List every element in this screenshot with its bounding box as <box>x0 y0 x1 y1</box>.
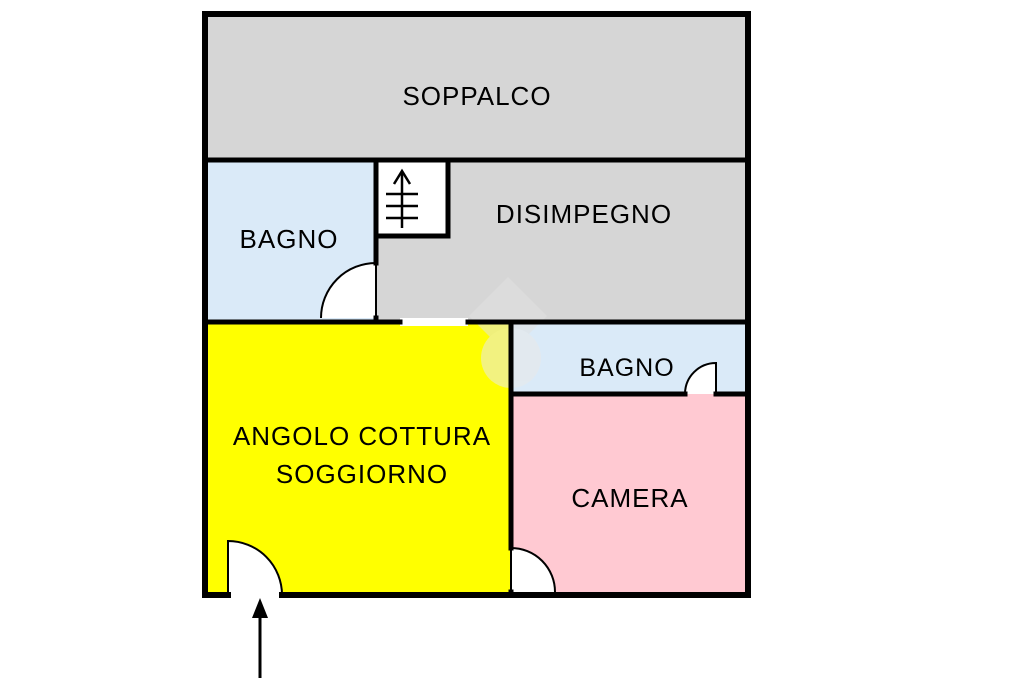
room-label-bagno-right: BAGNO <box>579 354 674 382</box>
room-camera <box>511 394 748 595</box>
stairs-icon <box>386 168 418 228</box>
walls-interior <box>202 157 751 598</box>
stairwell-area <box>376 160 448 236</box>
door-arc-bagno-right <box>684 361 717 395</box>
door-arc-camera <box>510 546 556 593</box>
door-arc-entrance <box>227 539 283 596</box>
room-label-camera: CAMERA <box>571 483 688 513</box>
room-soppalco <box>205 14 748 160</box>
stairs-icon-steps <box>386 192 418 220</box>
entrance-arrow-icon <box>252 598 268 678</box>
walls-outer <box>202 11 751 598</box>
stairs-icon-arrowhead <box>392 168 412 185</box>
door-arc-bagno-top <box>320 261 377 319</box>
room-label-disimpegno: DISIMPEGNO <box>496 199 672 229</box>
room-label-soggiorno-line1: ANGOLO COTTURA <box>233 421 491 451</box>
room-label-soggiorno-line2: SOGGIORNO <box>276 459 448 489</box>
passage-opening <box>400 318 468 326</box>
room-label-bagno-top: BAGNO <box>240 224 339 254</box>
room-label-soppalco: SOPPALCO <box>402 81 551 111</box>
entrance-arrow-head <box>252 598 268 618</box>
